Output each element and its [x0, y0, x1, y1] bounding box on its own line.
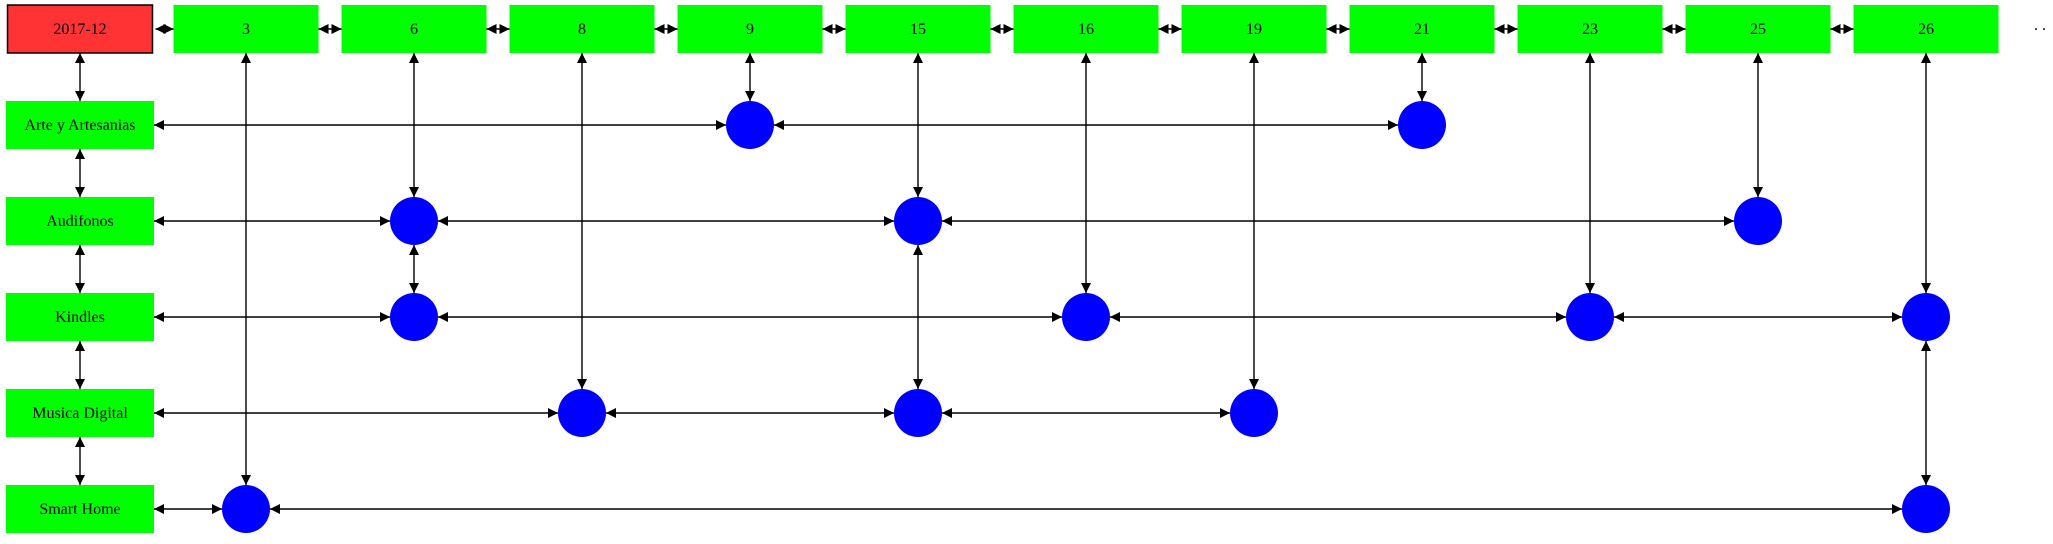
node-kindles-16: [1062, 293, 1110, 341]
day-box-15: 15: [845, 5, 991, 53]
day-box-9: 9: [677, 5, 823, 53]
day-box-16-box: [1013, 5, 1159, 53]
category-box-arte-y-artesanias-label: Arte y Artesanias: [24, 117, 135, 134]
day-box-3: 3: [173, 5, 319, 53]
day-box-23: 23: [1517, 5, 1663, 53]
category-box-smart-home-box: [6, 485, 154, 533]
category-box-audifonos-box: [6, 197, 154, 245]
category-box-musica-digital: Musica Digital: [6, 389, 154, 437]
day-box-19-box: [1181, 5, 1327, 53]
day-box-23-label: 23: [1582, 21, 1598, 38]
category-box-smart-home-label: Smart Home: [39, 501, 120, 518]
node-audifonos-6: [390, 197, 438, 245]
month-box-label: 2017-12: [53, 21, 106, 38]
day-box-25: 25: [1685, 5, 1831, 53]
category-box-musica-digital-box: [6, 389, 154, 437]
day-box-19: 19: [1181, 5, 1327, 53]
month-box-box: [6, 4, 154, 54]
node-musica-digital-19: [1230, 389, 1278, 437]
category-box-audifonos: Audifonos: [6, 197, 154, 245]
day-box-8-label: 8: [578, 21, 586, 38]
day-box-26-box: [1853, 5, 1999, 53]
category-box-kindles: Kindles: [6, 293, 154, 341]
category-box-smart-home: Smart Home: [6, 485, 154, 533]
node-smart-home-26: [1902, 485, 1950, 533]
nodes-layer: [222, 101, 1950, 533]
day-box-25-box: [1685, 5, 1831, 53]
node-kindles-26: [1902, 293, 1950, 341]
category-box-audifonos-label: Audifonos: [46, 213, 114, 230]
day-box-6: 6: [341, 5, 487, 53]
day-box-26: 26: [1853, 5, 1999, 53]
continuation-ellipsis: . .: [2034, 17, 2046, 34]
day-box-3-box: [173, 5, 319, 53]
day-box-21: 21: [1349, 5, 1495, 53]
day-box-6-label: 6: [410, 21, 418, 38]
day-box-8: 8: [509, 5, 655, 53]
node-audifonos-25: [1734, 197, 1782, 245]
day-box-21-box: [1349, 5, 1495, 53]
node-musica-digital-8: [558, 389, 606, 437]
day-box-16-label: 16: [1078, 21, 1094, 38]
day-box-21-label: 21: [1414, 21, 1430, 38]
day-box-3-label: 3: [242, 21, 250, 38]
category-box-kindles-label: Kindles: [55, 309, 105, 326]
month-box: 2017-12: [6, 4, 154, 54]
day-box-6-box: [341, 5, 487, 53]
day-box-15-label: 15: [910, 21, 926, 38]
node-musica-digital-15: [894, 389, 942, 437]
day-box-19-label: 19: [1246, 21, 1262, 38]
day-box-9-box: [677, 5, 823, 53]
day-box-23-box: [1517, 5, 1663, 53]
category-box-arte-y-artesanias-box: [6, 101, 154, 149]
node-kindles-23: [1566, 293, 1614, 341]
node-kindles-6: [390, 293, 438, 341]
category-box-arte-y-artesanias: Arte y Artesanias: [6, 101, 154, 149]
day-box-16: 16: [1013, 5, 1159, 53]
node-arte-y-artesanias-9: [726, 101, 774, 149]
day-box-9-label: 9: [746, 21, 754, 38]
node-arte-y-artesanias-21: [1398, 101, 1446, 149]
day-box-8-box: [509, 5, 655, 53]
day-box-25-label: 25: [1750, 21, 1766, 38]
day-box-15-box: [845, 5, 991, 53]
node-audifonos-15: [894, 197, 942, 245]
node-smart-home-3: [222, 485, 270, 533]
edges-layer: [75, 24, 1931, 514]
category-box-kindles-box: [6, 293, 154, 341]
day-box-26-label: 26: [1918, 21, 1934, 38]
category-box-musica-digital-label: Musica Digital: [32, 405, 128, 422]
